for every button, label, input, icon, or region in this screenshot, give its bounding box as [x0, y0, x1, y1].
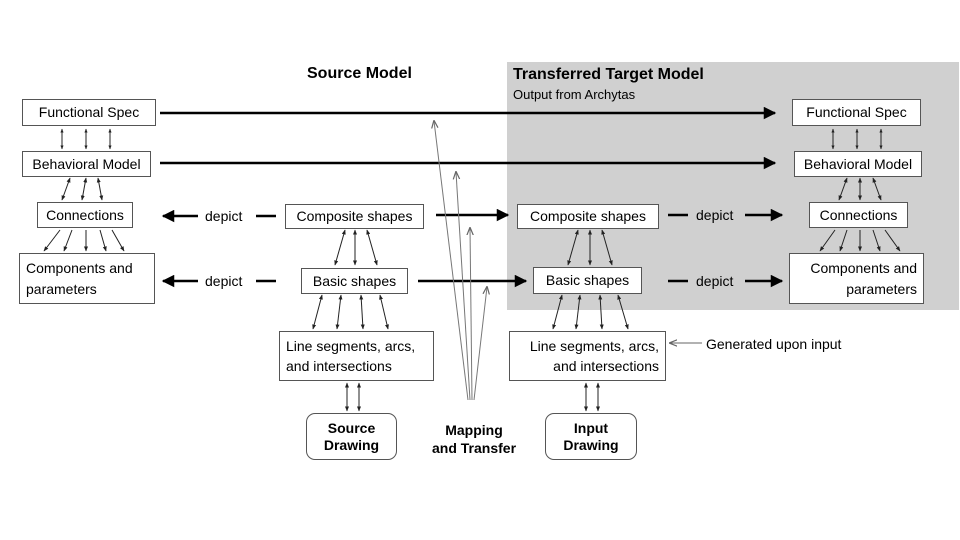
arrows-left-spec-behavior [60, 128, 112, 150]
arrows-target-lines-drawing [584, 382, 600, 412]
source-basic-shapes-box: Basic shapes [301, 268, 408, 294]
arrows-left-behavior-connections [61, 177, 104, 201]
target-line-segments-line2: and intersections [553, 357, 659, 374]
arrows-source-basic-lines [312, 294, 389, 330]
source-drawing-box: Source Drawing [306, 413, 397, 460]
arrows-left-connections-components [43, 229, 125, 252]
target-line-segments-box: Line segments, arcs, and intersections [509, 331, 666, 381]
source-model-heading: Source Model [307, 65, 412, 82]
source-composite-shapes-box: Composite shapes [285, 204, 424, 229]
arrows-source-composite-basic [334, 229, 378, 266]
left-components-box: Components and parameters [19, 253, 155, 304]
target-model-subheading: Output from Archytas [513, 87, 636, 102]
generated-upon-input-label: Generated upon input [706, 336, 842, 352]
mapping-transfer-arrows [434, 121, 487, 401]
left-behavioral-model-box: Behavioral Model [22, 151, 151, 177]
source-line-segments-box: Line segments, arcs, and intersections [279, 331, 434, 381]
source-line-segments-line1: Line segments, arcs, [286, 337, 416, 354]
input-drawing-line1: Input [573, 419, 609, 436]
input-drawing-box: Input Drawing [545, 413, 637, 460]
left-connections-box: Connections [37, 202, 133, 228]
left-components-line1: Components and [26, 259, 133, 276]
source-drawing-line2: Drawing [323, 436, 380, 453]
right-components-line1: Components and [810, 259, 917, 276]
target-basic-shapes-box: Basic shapes [533, 267, 642, 294]
arrows-right-spec-behavior [831, 128, 883, 150]
right-functional-spec-box: Functional Spec [792, 99, 921, 126]
depict-label-right-top: depict [696, 207, 734, 223]
mapping-transfer-line1: Mapping [445, 422, 503, 438]
left-functional-spec-box: Functional Spec [22, 99, 156, 126]
mapping-transfer-line2: and Transfer [431, 440, 517, 456]
input-drawing-line2: Drawing [563, 436, 619, 453]
depict-label-right-bottom: depict [696, 273, 734, 289]
target-line-segments-line1: Line segments, arcs, [529, 337, 659, 354]
left-components-line2: parameters [26, 280, 97, 297]
arrows-target-basic-lines [552, 294, 629, 330]
right-components-line2: parameters [846, 280, 917, 297]
arrows-right-behavior-connections [838, 177, 882, 201]
source-line-segments-line2: and intersections [286, 357, 392, 374]
depict-label-left-bottom: depict [205, 273, 243, 289]
arrows-source-lines-drawing [345, 382, 361, 412]
right-components-box: Components and parameters [789, 253, 924, 304]
target-model-heading: Transferred Target Model [513, 66, 704, 83]
arrows-target-composite-basic [567, 229, 613, 266]
right-connections-box: Connections [809, 202, 908, 228]
mapping-transfer-label: Mapping and Transfer [424, 421, 524, 457]
arrows-right-connections-components [819, 229, 901, 252]
right-behavioral-model-box: Behavioral Model [794, 151, 922, 177]
target-composite-shapes-box: Composite shapes [517, 204, 659, 229]
depict-label-left-top: depict [205, 208, 243, 224]
source-drawing-line1: Source [327, 419, 376, 436]
